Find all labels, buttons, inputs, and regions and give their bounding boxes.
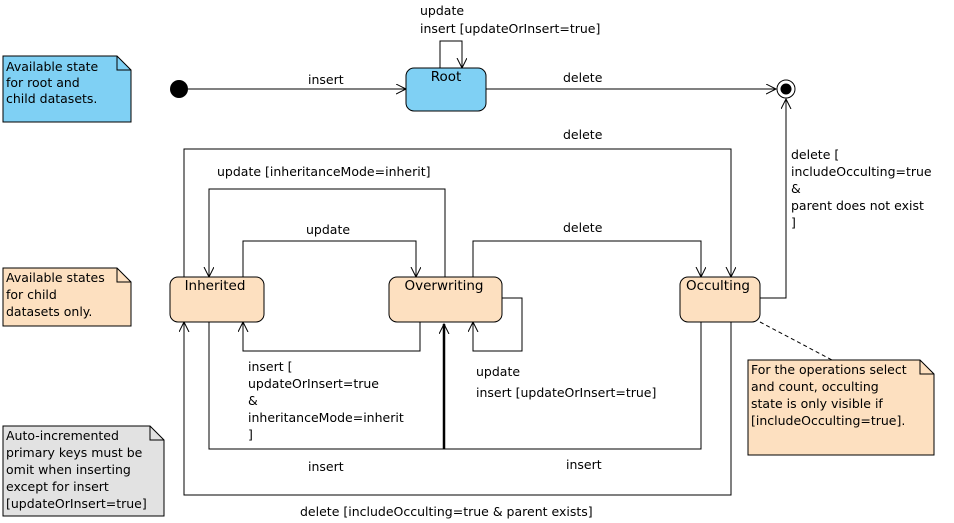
transition-insert-to-inherited xyxy=(243,322,421,352)
label-occ-final-3: & xyxy=(791,181,801,196)
state-root-label: Root xyxy=(431,69,462,85)
note-occulting-visibility: For the operations select and count, occ… xyxy=(747,359,935,456)
state-occulting: Occulting xyxy=(679,276,761,323)
note-autoinc-line-2: primary keys must be xyxy=(6,445,143,460)
note-autoinc-line-1: Auto-incremented xyxy=(6,428,119,443)
note-root-line-3: child datasets. xyxy=(6,91,97,106)
note-occ-line-2: and count, occulting xyxy=(751,379,879,394)
outer-delete-frame xyxy=(183,148,732,496)
note-child-line-3: datasets only. xyxy=(6,304,92,319)
note-root-states: Available state for root and child datas… xyxy=(2,55,132,123)
label-insert-inh-4: inheritanceMode=inherit xyxy=(248,410,404,425)
label-overwriting-self-update: update xyxy=(476,364,520,379)
label-root-delete: delete xyxy=(563,70,603,85)
label-insert-left: insert xyxy=(308,459,344,474)
label-root-self-insert: insert [updateOrInsert=true] xyxy=(420,21,600,36)
note-child-line-1: Available states xyxy=(6,270,105,285)
label-overwriting-self-insert: insert [updateOrInsert=true] xyxy=(476,385,656,400)
label-overwriting-to-inherited: update [inheritanceMode=inherit] xyxy=(217,164,431,179)
label-insert-inh-3: & xyxy=(248,393,258,408)
transition-overwriting-to-occulting xyxy=(472,240,701,277)
label-initial-insert: insert xyxy=(308,72,344,87)
note-occulting-anchor xyxy=(759,321,833,361)
note-autoinc-line-5: [updateOrInsert=true] xyxy=(6,496,147,511)
note-autoinc-line-3: omit when inserting xyxy=(6,462,131,477)
transition-occulting-final xyxy=(760,99,786,299)
transition-root-self xyxy=(439,40,462,68)
note-child-line-2: for child xyxy=(6,287,57,302)
label-insert-inh-2: updateOrInsert=true xyxy=(248,376,379,391)
label-occ-final-4: parent does not exist xyxy=(791,198,924,213)
label-root-self-update: update xyxy=(420,3,464,18)
note-autoinc-line-4: except for insert xyxy=(6,479,109,494)
insert-frame xyxy=(208,322,702,450)
transition-overwriting-to-inherited xyxy=(209,188,446,277)
note-occ-line-3: state is only visible if xyxy=(751,396,883,411)
label-insert-right: insert xyxy=(566,457,602,472)
state-overwriting-label: Overwriting xyxy=(405,278,484,294)
label-bottom-delete: delete [includeOcculting=true & parent e… xyxy=(300,504,593,519)
label-outer-delete: delete xyxy=(563,127,603,142)
note-auto-increment: Auto-incremented primary keys must be om… xyxy=(2,425,165,517)
final-state xyxy=(776,79,796,99)
label-insert-inh-5: ] xyxy=(248,427,253,442)
label-occ-final-5: ] xyxy=(791,215,796,230)
label-occ-final-1: delete [ xyxy=(791,147,839,162)
note-occ-line-1: For the operations select xyxy=(751,362,907,377)
note-root-line-2: for root and xyxy=(6,75,80,90)
label-insert-inh-1: insert [ xyxy=(248,359,293,374)
state-inherited-label: Inherited xyxy=(185,278,246,294)
state-occulting-label: Occulting xyxy=(686,278,750,294)
state-overwriting: Overwriting xyxy=(388,276,503,323)
state-inherited: Inherited xyxy=(169,276,265,323)
label-occ-final-2: includeOcculting=true xyxy=(791,164,932,179)
state-root: Root xyxy=(405,67,487,112)
initial-state xyxy=(170,80,188,98)
transition-overwriting-self xyxy=(473,297,523,352)
label-overwriting-to-occulting: delete xyxy=(563,220,603,235)
note-occ-line-4: [includeOcculting=true]. xyxy=(751,413,905,428)
transition-inherited-to-overwriting xyxy=(242,240,416,277)
note-child-states: Available states for child datasets only… xyxy=(2,267,132,327)
note-root-line-1: Available state xyxy=(6,59,99,74)
label-inherited-to-overwriting: update xyxy=(306,222,350,237)
